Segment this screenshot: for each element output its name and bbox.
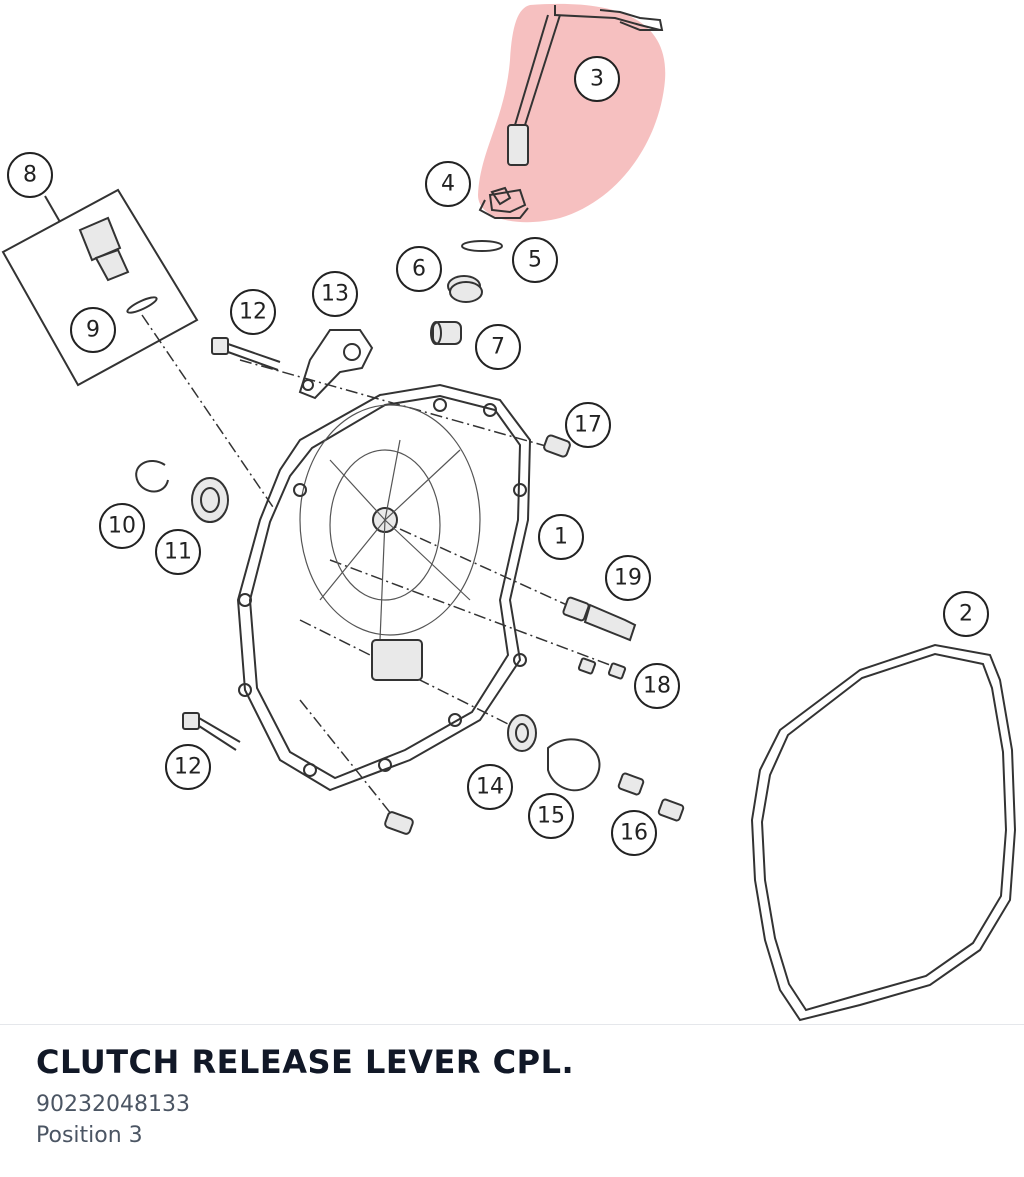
callout-8[interactable]: 8 [7,152,53,198]
part-18-screws[interactable] [577,657,627,680]
diagram-canvas: 1 2 3 4 5 6 7 8 9 10 11 12 12 13 14 15 1… [1,3,1017,1022]
part-12-bolt-lower[interactable] [182,712,414,835]
svg-text:11: 11 [164,540,192,565]
callout-17[interactable]: 17 [565,402,611,448]
callout-18[interactable]: 18 [634,663,680,709]
part-15-flange[interactable] [547,738,601,792]
svg-text:10: 10 [108,514,136,539]
svg-text:17: 17 [574,413,602,438]
svg-text:15: 15 [537,804,565,829]
svg-text:4: 4 [441,172,455,197]
part-12-bolt-upper[interactable] [211,337,281,371]
callout-4[interactable]: 4 [425,161,471,207]
svg-text:7: 7 [491,335,505,360]
part-info-panel: CLUTCH RELEASE LEVER CPL. 90232048133 Po… [0,1025,1024,1152]
part-position: Position 3 [36,1122,143,1148]
part-2-gasket-inner [760,652,1008,1012]
callout-12-lower[interactable]: 12 [165,744,211,790]
callout-7[interactable]: 7 [475,324,521,370]
svg-text:14: 14 [476,775,504,800]
part-1-clutch-cover[interactable] [236,383,532,792]
part-17-dowel[interactable] [543,434,571,458]
svg-text:19: 19 [614,566,642,591]
callout-3[interactable]: 3 [574,56,620,102]
part-3-lever[interactable] [478,5,664,219]
part-10-circlip[interactable] [135,460,169,493]
callout-12-upper[interactable]: 12 [230,289,276,335]
svg-text:8: 8 [23,163,37,188]
part-5-washer[interactable] [461,240,503,252]
svg-text:6: 6 [412,257,426,282]
callout-10[interactable]: 10 [99,503,145,549]
callout-19[interactable]: 19 [605,555,651,601]
part-name: CLUTCH RELEASE LEVER CPL. [36,1043,575,1081]
exploded-parts-diagram: 1 2 3 4 5 6 7 8 9 10 11 12 12 13 14 15 1… [1,3,1017,1022]
part-7-bush[interactable] [430,321,462,345]
svg-text:9: 9 [86,318,100,343]
part-19-plug[interactable] [562,596,637,642]
callout-13[interactable]: 13 [312,271,358,317]
part-8-oil-plug-kit[interactable] [1,188,199,387]
part-3-highlight[interactable] [478,3,666,223]
part-2-gasket[interactable] [750,643,1017,1022]
svg-text:12: 12 [174,755,202,780]
part-11-seal[interactable] [191,477,229,523]
part-14-seal-ring[interactable] [507,714,537,752]
callout-1[interactable]: 1 [538,514,584,560]
svg-text:5: 5 [528,248,542,273]
svg-text:1: 1 [554,525,568,550]
callout-6[interactable]: 6 [396,246,442,292]
part-6-bearing[interactable] [447,275,483,303]
svg-text:18: 18 [643,674,671,699]
svg-text:13: 13 [321,282,349,307]
part-number: 90232048133 [36,1092,190,1118]
part-16-bolts[interactable] [617,772,685,822]
svg-text:12: 12 [239,300,267,325]
callout-14[interactable]: 14 [467,764,513,810]
callout-15[interactable]: 15 [528,793,574,839]
callout-2[interactable]: 2 [943,591,989,637]
part-4-clip[interactable] [490,186,512,206]
svg-text:3: 3 [590,67,604,92]
section-divider [0,1024,1024,1025]
svg-text:16: 16 [620,821,648,846]
svg-text:2: 2 [959,602,973,627]
callout-9[interactable]: 9 [70,307,116,353]
callout-11[interactable]: 11 [155,529,201,575]
part-13-bracket[interactable] [298,329,374,400]
callout-5[interactable]: 5 [512,237,558,283]
callout-16[interactable]: 16 [611,810,657,856]
